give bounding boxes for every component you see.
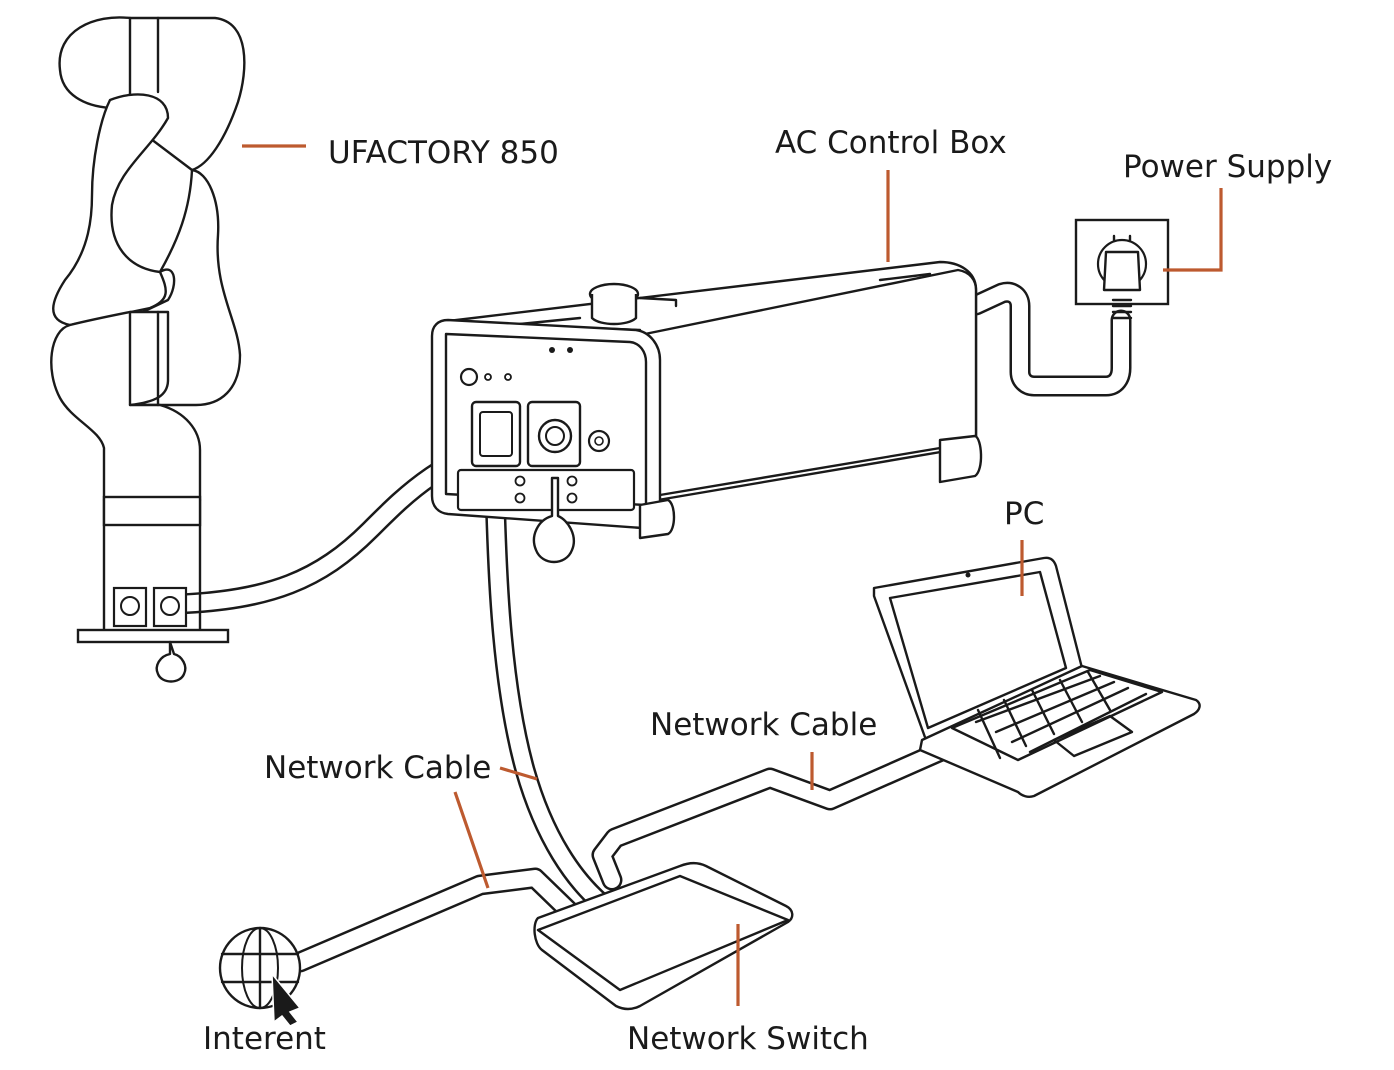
label-control-box: AC Control Box	[775, 125, 1007, 161]
callout-network-cable-left-b	[453, 791, 490, 889]
pc-laptop	[872, 556, 1201, 798]
label-robot: UFACTORY 850	[328, 135, 559, 171]
power-button-icon	[459, 367, 479, 387]
robot-joint-band	[102, 495, 202, 527]
internet-globe	[218, 926, 302, 1027]
label-pc: PC	[1004, 496, 1044, 532]
control-box-port	[470, 400, 522, 468]
robot-arm	[50, 16, 246, 683]
label-network-switch: Network Switch	[627, 1021, 869, 1057]
power-plug	[1102, 250, 1142, 292]
callout-lines	[242, 144, 1223, 1006]
switch-to-internet-cable	[289, 867, 579, 973]
label-internet: Interent	[203, 1021, 326, 1057]
webcam-icon	[965, 572, 971, 578]
box-to-switch-cable	[483, 429, 611, 913]
robot-base-plate	[76, 628, 230, 644]
label-power-supply: Power Supply	[1123, 149, 1332, 185]
label-network-cable-right: Network Cable	[650, 707, 877, 743]
labels: UFACTORY 850 AC Control Box Power Supply…	[203, 125, 1332, 1057]
robot-dust-cap	[155, 640, 187, 683]
touchpad	[1052, 714, 1134, 758]
ac-control-box	[430, 260, 983, 564]
power-cable	[965, 281, 1132, 397]
control-box-dust-cap	[532, 476, 575, 564]
label-network-cable-left: Network Cable	[264, 750, 491, 786]
switch-to-pc-cable	[591, 737, 959, 891]
io-panel	[456, 468, 636, 512]
power-outlet	[1074, 218, 1170, 320]
callout-power-supply	[1163, 188, 1223, 272]
cursor-icon	[271, 971, 302, 1027]
callout-network-cable-left-a	[499, 766, 538, 781]
network-switch-device	[533, 861, 794, 1011]
